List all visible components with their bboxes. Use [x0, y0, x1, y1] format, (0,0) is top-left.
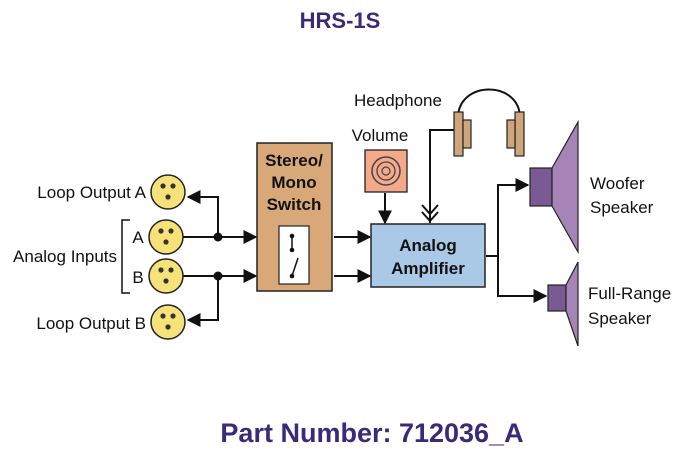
woofer-speaker-icon — [529, 119, 579, 255]
amplifier-label-line2: Amplifier — [391, 259, 465, 278]
stereo-mono-switch: Stereo/ Mono Switch — [256, 142, 333, 292]
amplifier-label-line1: Analog — [399, 236, 457, 255]
xlr-connector-input-b — [148, 258, 184, 294]
headphone-label: Headphone — [354, 91, 442, 110]
switch-label-line1: Stereo/ — [265, 151, 323, 170]
volume-label: Volume — [352, 126, 409, 145]
part-number: Part Number: 712036_A — [220, 418, 523, 448]
switch-label-line3: Switch — [267, 195, 322, 214]
input-b-label: B — [132, 268, 143, 287]
woofer-label-line2: Speaker — [590, 198, 654, 217]
full-range-label-line2: Speaker — [588, 309, 652, 328]
headphone-icon — [453, 111, 525, 157]
loop-output-b-label: Loop Output B — [36, 314, 146, 333]
diagram-title: HRS-1S — [300, 8, 381, 33]
xlr-connector-input-a — [148, 219, 184, 255]
switch-window — [278, 225, 310, 285]
xlr-connector-loop-b — [150, 304, 186, 340]
full-range-speaker-icon — [547, 261, 579, 347]
junction-dot-b — [213, 271, 223, 281]
analog-amplifier: Analog Amplifier — [370, 223, 486, 288]
woofer-label-line1: Woofer — [590, 174, 645, 193]
input-bracket — [121, 219, 130, 294]
xlr-connector-loop-a — [150, 174, 186, 210]
analog-inputs-label: Analog Inputs — [13, 247, 117, 266]
switch-label-line2: Mono — [271, 173, 316, 192]
wiring — [181, 88, 548, 327]
volume-knob-icon — [364, 149, 408, 193]
input-a-label: A — [132, 228, 144, 247]
junction-dot-a — [213, 232, 223, 242]
loop-output-a-label: Loop Output A — [37, 183, 146, 202]
full-range-label-line1: Full-Range — [588, 284, 671, 303]
